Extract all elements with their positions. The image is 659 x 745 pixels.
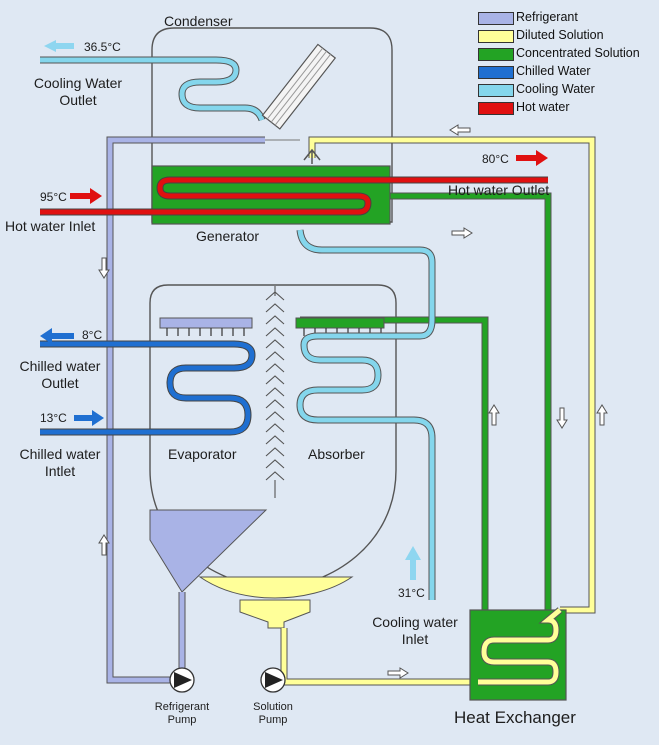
condenser-fins [261, 43, 337, 130]
solution-pump-icon [260, 667, 286, 693]
hot-water-inlet-arrow [70, 188, 102, 204]
hot-water-outlet-arrow [516, 150, 548, 166]
cooling-water-outlet-label: Cooling Water Outlet [22, 75, 134, 109]
chilled-water-inlet-label: Chilled water Intlet [8, 446, 112, 480]
hot-water-outlet-temp: 80°C [482, 152, 509, 166]
solution-sump [239, 599, 311, 629]
flow-arrow [488, 404, 500, 426]
legend-swatch [478, 48, 514, 61]
cooling-water-outlet-label-line: Cooling Water [33, 75, 123, 91]
chilled-water-outlet-arrow [40, 328, 74, 344]
legend-label: Chilled Water [516, 64, 591, 78]
solution-pump-label-line: Solution [253, 701, 293, 713]
heat-exchanger-label: Heat Exchanger [454, 708, 576, 727]
chilled-water-outlet-temp: 8°C [82, 328, 103, 342]
flow-arrow [596, 404, 608, 426]
cooling-water-inlet-arrow [405, 546, 421, 580]
evaporator-spray-nozzles [166, 328, 245, 336]
evaporator-label: Evaporator [168, 446, 237, 462]
eliminator-chevrons [265, 286, 285, 498]
diluted-solution-pool [198, 576, 354, 599]
chilled-water-outlet-label-line: Outlet [41, 375, 79, 391]
legend-swatch [478, 30, 514, 43]
condenser-label: Condenser [164, 13, 233, 29]
chilled-water-outlet-label-line: Chilled water [19, 358, 101, 374]
hot-water-inlet-temp: 95°C [40, 190, 67, 204]
flow-arrow [387, 667, 409, 679]
solution-pump-label-line: Pump [258, 714, 288, 726]
legend-label: Hot water [516, 100, 570, 114]
cooling-water-inlet-temp: 31°C [398, 586, 425, 600]
external-arrows [40, 40, 548, 580]
refrigerant-pump-label-line: Refrigerant [154, 701, 210, 713]
chilled-water-inlet-label-line: Chilled water [19, 446, 101, 462]
cooling-water-outlet-label-line: Outlet [59, 92, 97, 108]
refrigerant-pump-label: Refrigerant Pump [146, 701, 218, 727]
legend-swatch [478, 66, 514, 79]
condenser-generator-shell [151, 27, 393, 223]
cooling-water-outlet-arrow [44, 40, 74, 52]
chilled-water-outlet-label: Chilled water Outlet [8, 358, 112, 392]
absorber-spray-header [295, 317, 385, 329]
chilled-water-inlet-arrow [74, 410, 104, 426]
legend-label: Diluted Solution [516, 28, 604, 42]
internal-flow-arrows [98, 124, 608, 679]
legend-label: Concentrated Solution [516, 46, 640, 60]
cooling-water-inlet-label-line: Cooling water [372, 614, 458, 630]
chilled-water-inlet-temp: 13°C [40, 411, 67, 425]
legend-swatch [478, 12, 514, 25]
flow-arrow [451, 227, 473, 239]
flow-arrow [98, 257, 110, 279]
chilled-water-inlet-label-line: Intlet [44, 463, 76, 479]
generator-label: Generator [196, 228, 260, 244]
legend-label: Refrigerant [516, 10, 578, 24]
hot-water-inlet-label: Hot water Inlet [5, 218, 96, 234]
absorber-label: Absorber [308, 446, 365, 462]
legend-label: Cooling Water [516, 82, 595, 96]
hot-water-outlet-label: Hot water Outlet [448, 182, 550, 198]
legend-swatch [478, 102, 514, 115]
refrigerant-pump-icon [169, 667, 195, 693]
evaporator-spray-header [159, 317, 253, 329]
cooling-water-inlet-label: Cooling water Inlet [360, 614, 470, 648]
flow-arrow [556, 407, 568, 429]
flow-arrow [449, 124, 471, 136]
generator-sprayer [303, 148, 321, 164]
cooling-water-outlet-temp: 36.5°C [84, 40, 121, 54]
solution-pump-label: Solution Pump [243, 701, 303, 727]
cooling-water-inlet-label-line: Inlet [401, 631, 429, 647]
legend-swatch [478, 84, 514, 97]
refrigerant-pump-label-line: Pump [167, 714, 197, 726]
flow-arrow [98, 534, 110, 556]
